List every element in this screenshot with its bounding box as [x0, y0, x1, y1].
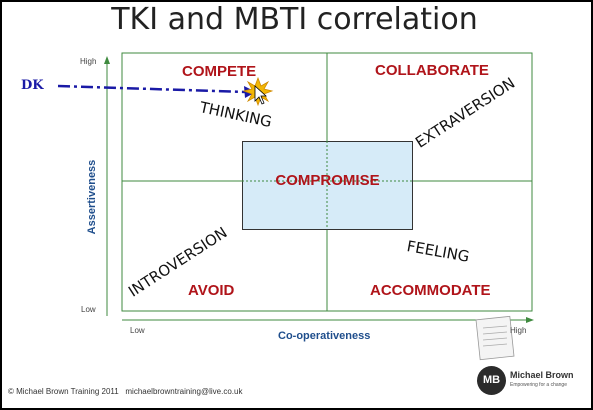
logo-name: Michael Brown [510, 370, 574, 380]
dk-marker-label: DK [21, 78, 44, 93]
cursor-icon [254, 85, 268, 105]
document-icon [475, 315, 515, 361]
quadrant-compromise: COMPROMISE [275, 172, 380, 189]
quadrant-avoid: AVOID [188, 282, 235, 299]
x-axis-label: Co-operativeness [278, 330, 371, 342]
logo-badge [477, 366, 506, 395]
logo-mark: MB [482, 374, 501, 386]
quadrant-compete: COMPETE [182, 63, 257, 80]
y-axis-label: Assertiveness [86, 159, 98, 235]
y-axis-arrowhead [104, 56, 110, 64]
logo-tagline: Empowering for a change [510, 382, 567, 388]
slide-title: TKI and MBTI correlation [111, 2, 478, 37]
y-axis-high: High [80, 57, 97, 66]
quadrant-collaborate: COLLABORATE [375, 62, 489, 79]
compromise-box [242, 141, 413, 230]
footer: © Michael Brown Training 2011 michaelbro… [8, 387, 242, 396]
quadrant-accommodate: ACCOMMODATE [370, 282, 491, 299]
footer-copyright: © Michael Brown Training 2011 [8, 387, 119, 396]
dk-arrow-line [57, 84, 247, 94]
x-axis-arrowhead [526, 317, 534, 323]
x-axis-low: Low [130, 326, 145, 335]
footer-email: michaelbrowntraining@live.co.uk [125, 387, 243, 396]
x-axis-high: High [510, 326, 527, 335]
y-axis-low: Low [81, 305, 96, 314]
